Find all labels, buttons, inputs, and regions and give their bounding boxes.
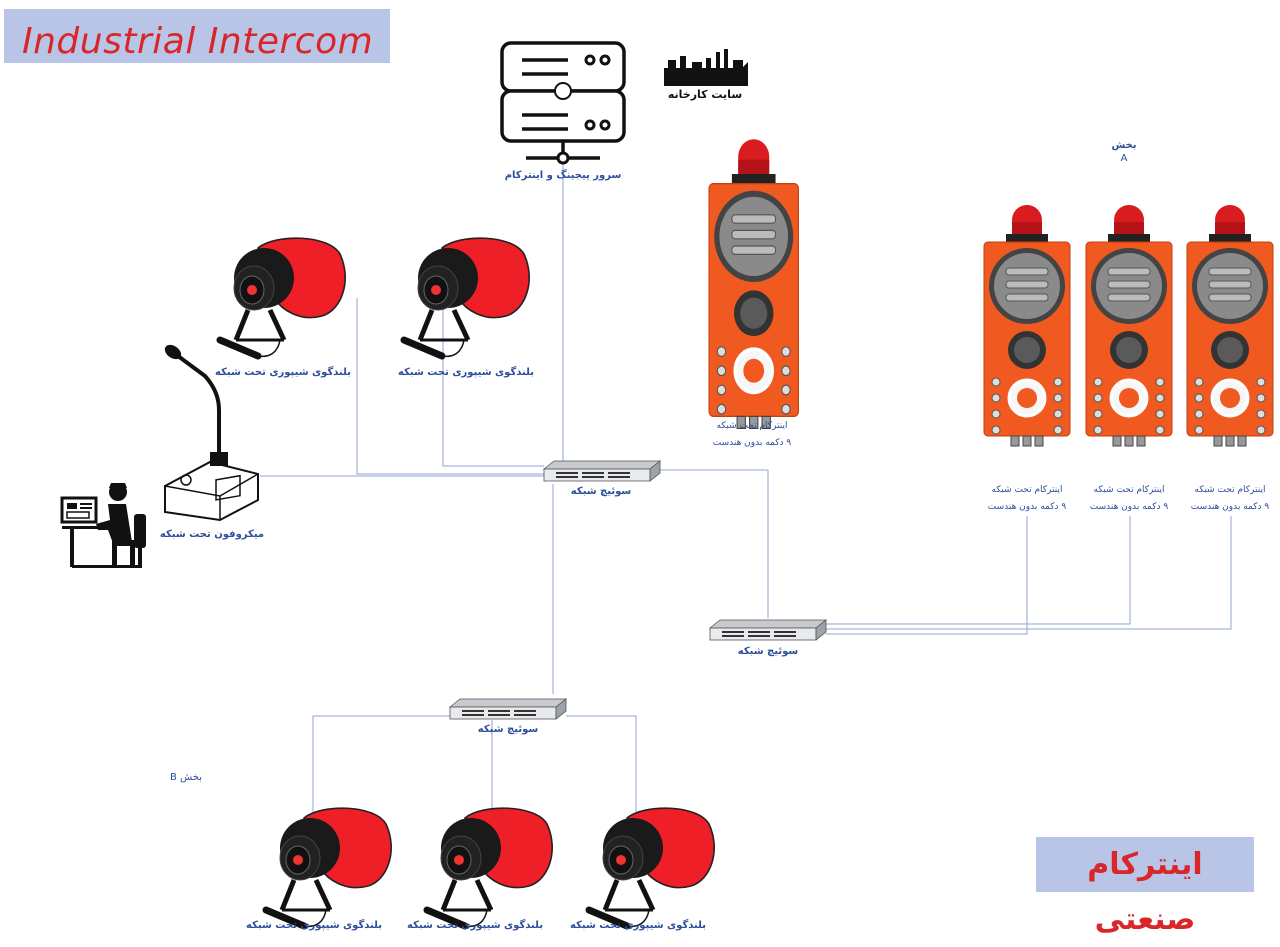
horn-speaker-4 (427, 808, 552, 926)
intercom-label-a2: اینترکام تحت شبکه ۹ دکمه بدون هندست (1090, 482, 1169, 516)
section-a-letter: A (1120, 153, 1128, 164)
network-switch-3 (449, 698, 567, 720)
intercom-device-a3 (1185, 203, 1275, 448)
intercom-label-a2-line1: اینترکام تحت شبکه (1093, 485, 1165, 495)
intercom-label-a3-line1: اینترکام تحت شبکه (1194, 485, 1266, 495)
title-box: Industrial Intercom (4, 9, 390, 63)
factory-icon (664, 49, 748, 86)
network-switch-1 (543, 460, 661, 482)
persian-title: اینترکام صنعتی (1087, 847, 1203, 937)
horn-speaker-5 (589, 808, 714, 926)
diagram-title: Industrial Intercom (22, 21, 374, 62)
horn-speaker-1 (220, 238, 345, 356)
horn-label-1: بلندگوی شیپوری تحت شبکه (215, 367, 351, 378)
intercom-label-a2-line2: ۹ دکمه بدون هندست (1089, 502, 1169, 512)
switch-label-1: سوئیچ شبکه (570, 486, 632, 497)
intercom-label-a1-line1: اینترکام تحت شبکه (991, 485, 1063, 495)
server-icon (500, 41, 626, 165)
connection-lines (260, 158, 1232, 812)
server-label: سرور پیجینگ و اینترکام (504, 170, 622, 181)
intercom-label-a3: اینترکام تحت شبکه ۹ دکمه بدون هندست (1191, 482, 1270, 516)
network-switch-2 (709, 619, 827, 641)
horn-label-2: بلندگوی شیپوری تحت شبکه (398, 367, 534, 378)
paging-microphone-icon (164, 344, 259, 522)
intercom-label-main-line2: ۹ دکمه بدون هندست (712, 438, 792, 448)
intercom-label-a1: اینترکام تحت شبکه ۹ دکمه بدون هندست (988, 482, 1067, 516)
section-a-word: بخش (1111, 140, 1137, 151)
intercom-label-main: اینترکام تحت شبکه ۹ دکمه بدون هندست (713, 418, 792, 452)
horn-label-3: بلندگوی شیپوری تحت شبکه (246, 920, 382, 931)
operator-icon (60, 483, 146, 568)
intercom-device-main (707, 137, 801, 431)
horn-speaker-3 (266, 808, 391, 926)
switch-label-2: سوئیچ شبکه (737, 646, 799, 657)
microphone-label: میکروفون تحت شبکه (159, 529, 265, 540)
intercom-device-a2 (1084, 203, 1174, 448)
section-a-label: بخش A (1111, 139, 1136, 165)
horn-speaker-2 (404, 238, 529, 356)
switch-label-3: سوئیچ شبکه (477, 724, 539, 735)
intercom-label-a1-line2: ۹ دکمه بدون هندست (987, 502, 1067, 512)
intercom-label-main-line1: اینترکام تحت شبکه (716, 421, 788, 431)
intercom-device-a1 (982, 203, 1072, 448)
horn-label-5: بلندگوی شیپوری تحت شبکه (570, 920, 706, 931)
section-b-label: بخش B (169, 772, 203, 783)
horn-label-4: بلندگوی شیپوری تحت شبکه (407, 920, 543, 931)
persian-title-box: اینترکام صنعتی (1036, 837, 1254, 937)
intercom-label-a3-line2: ۹ دکمه بدون هندست (1190, 502, 1270, 512)
factory-label: سایت کارخانه (667, 88, 743, 101)
